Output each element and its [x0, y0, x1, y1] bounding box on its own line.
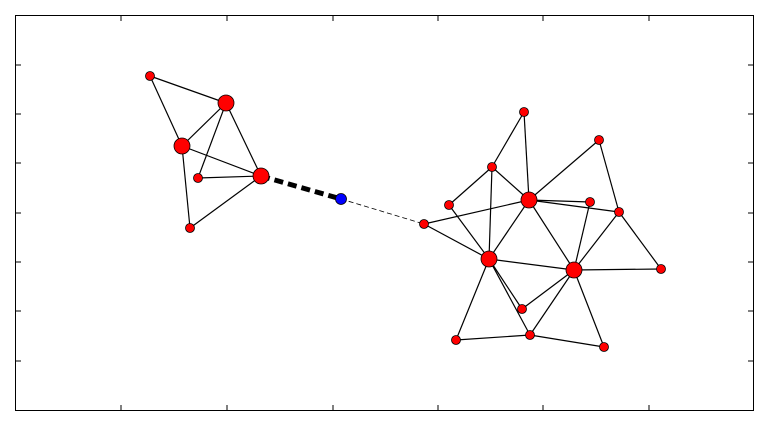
edge-J-I — [448, 166, 493, 206]
edge-H-P — [423, 223, 490, 260]
node-F — [185, 223, 195, 233]
node-T — [451, 335, 461, 345]
edge-J-P — [488, 166, 493, 260]
node-N — [585, 197, 595, 207]
edge-I-P — [448, 204, 490, 260]
edge-L-O — [528, 199, 620, 213]
edge-K-J — [491, 111, 525, 168]
edge-P-U — [488, 258, 531, 336]
edge-C-E — [181, 145, 262, 177]
node-C — [173, 137, 191, 155]
node-V — [599, 342, 609, 352]
node-E — [252, 167, 270, 185]
edge-A-B — [149, 75, 227, 104]
edge-A-C — [149, 75, 183, 147]
node-R — [656, 264, 666, 274]
node-B — [217, 94, 235, 112]
node-A — [145, 71, 155, 81]
edge-H-L — [423, 199, 530, 225]
edge-M-O — [598, 139, 620, 213]
nodes — [145, 71, 666, 352]
node-L — [520, 191, 538, 209]
edge-P-S — [488, 258, 523, 310]
edge-C-F — [181, 145, 191, 229]
edge-L-Q — [528, 199, 575, 271]
edge-U-V — [529, 334, 605, 348]
edge-P-Q — [488, 258, 575, 271]
edge-S-Q — [521, 269, 575, 310]
edge-G-H — [340, 198, 425, 225]
edge-L-N — [528, 199, 591, 203]
edge-O-R — [618, 211, 662, 270]
node-J — [487, 162, 497, 172]
node-K — [519, 107, 529, 117]
node-U — [525, 330, 535, 340]
node-G — [335, 193, 347, 205]
edge-Q-V — [573, 269, 605, 348]
plot-frame — [15, 15, 754, 411]
node-M — [594, 135, 604, 145]
edge-B-D — [197, 102, 227, 179]
edge-P-T — [455, 258, 490, 341]
node-D — [193, 173, 203, 183]
edge-O-Q — [573, 211, 620, 271]
edge-N-Q — [573, 201, 591, 271]
edge-Q-R — [573, 268, 662, 271]
axis-ticks — [16, 16, 753, 410]
node-S — [517, 304, 527, 314]
edge-B-E — [225, 102, 262, 177]
node-P — [480, 250, 498, 268]
edge-K-L — [523, 111, 530, 201]
node-Q — [565, 261, 583, 279]
node-O — [614, 207, 624, 217]
edge-M-L — [528, 139, 600, 201]
node-I — [444, 200, 454, 210]
edge-U-Q — [529, 269, 575, 336]
edge-T-U — [455, 334, 531, 341]
edge-D-E — [197, 175, 262, 179]
edge-L-P — [488, 199, 530, 260]
node-H — [419, 219, 429, 229]
edge-B-C — [181, 102, 227, 147]
edges — [149, 75, 662, 348]
edge-E-F — [189, 175, 262, 229]
